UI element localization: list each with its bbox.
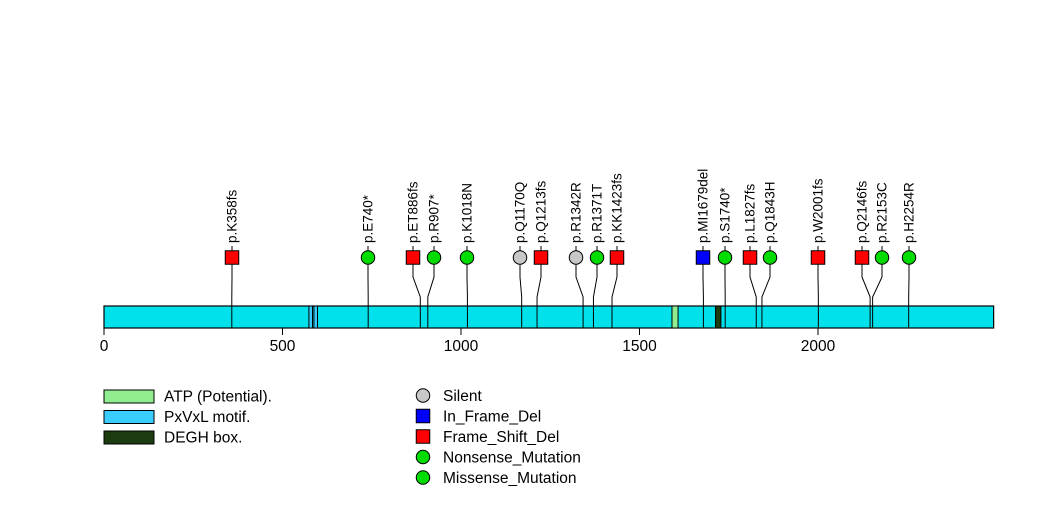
mutation-label: p.Q1843H bbox=[763, 181, 778, 243]
domain-box bbox=[313, 305, 318, 329]
mutation-marker bbox=[874, 250, 890, 265]
domain-box bbox=[308, 305, 313, 329]
legend-domain-label: ATP (Potential). bbox=[164, 389, 272, 406]
mutation-marker bbox=[512, 250, 528, 265]
mutation-label: p.R907* bbox=[427, 193, 442, 243]
domain-box bbox=[715, 305, 722, 329]
mutation-label: p.R1371T bbox=[590, 184, 605, 243]
mutation-label: p.W2001fs bbox=[811, 178, 826, 243]
axis-tick-label: 1000 bbox=[444, 338, 479, 355]
mutation-label: p.E740* bbox=[361, 194, 376, 243]
mutation-label: p.R1342R bbox=[569, 182, 584, 243]
mutation-marker bbox=[762, 250, 778, 265]
mutation-marker bbox=[810, 250, 826, 265]
mutation-label: p.S1740* bbox=[718, 187, 733, 243]
mutation-marker bbox=[533, 250, 549, 265]
axis-tick-label: 1500 bbox=[622, 338, 657, 355]
mutation-marker bbox=[901, 250, 917, 265]
legend-mutation-marker bbox=[415, 429, 431, 444]
mutation-marker bbox=[854, 250, 870, 265]
legend-mutation-label: Frame_Shift_Del bbox=[443, 429, 559, 446]
axis-tick-label: 500 bbox=[270, 338, 296, 355]
legend-mutation-marker bbox=[415, 470, 431, 485]
mutation-marker bbox=[609, 250, 625, 265]
mutation-label: p.K1018N bbox=[460, 183, 475, 243]
legend-domain-label: DEGH box. bbox=[164, 430, 242, 447]
mutation-marker bbox=[224, 250, 240, 265]
axis-tick-label: 2000 bbox=[801, 338, 836, 355]
mutation-label: p.ET886fs bbox=[406, 181, 421, 243]
mutation-marker bbox=[589, 250, 605, 265]
mutation-label: p.Q1170Q bbox=[513, 182, 528, 243]
legend-domain-swatch bbox=[103, 410, 155, 424]
legend-mutation-label: Silent bbox=[443, 388, 482, 405]
axis-tick-label: 0 bbox=[100, 338, 109, 355]
mutation-label: p.Q2146fs bbox=[855, 180, 870, 243]
legend-mutation-label: In_Frame_Del bbox=[443, 409, 541, 426]
mutation-label: p.KK1423fs bbox=[610, 173, 625, 243]
mutation-label: p.H2254R bbox=[902, 182, 917, 243]
mutation-label: p.Q1213fs bbox=[534, 180, 549, 243]
legend-domain-swatch bbox=[103, 430, 155, 445]
mutation-label: p.K358fs bbox=[225, 189, 240, 243]
mutation-marker bbox=[360, 250, 376, 265]
mutation-marker bbox=[426, 250, 442, 265]
mutation-marker bbox=[742, 250, 758, 265]
mutation-marker bbox=[459, 250, 475, 265]
legend-domain-label: PxVxL motif. bbox=[164, 409, 250, 426]
mutation-marker bbox=[695, 250, 711, 265]
mutation-label: p.R2153C bbox=[875, 182, 890, 243]
legend-mutation-marker bbox=[415, 408, 431, 424]
mutation-marker bbox=[717, 250, 733, 265]
protein-backbone-bar bbox=[103, 305, 995, 329]
mutation-marker bbox=[568, 250, 584, 265]
domain-box bbox=[671, 305, 679, 329]
legend-mutation-marker bbox=[415, 449, 431, 465]
mutation-label: p.L1827fs bbox=[743, 183, 758, 243]
mutation-label: p.MI1679del bbox=[696, 169, 711, 243]
mutation-marker bbox=[405, 250, 421, 265]
legend-mutation-label: Missense_Mutation bbox=[443, 470, 577, 487]
legend-mutation-label: Nonsense_Mutation bbox=[443, 450, 581, 467]
legend-mutation-marker bbox=[415, 388, 431, 403]
legend-domain-swatch bbox=[103, 389, 155, 404]
